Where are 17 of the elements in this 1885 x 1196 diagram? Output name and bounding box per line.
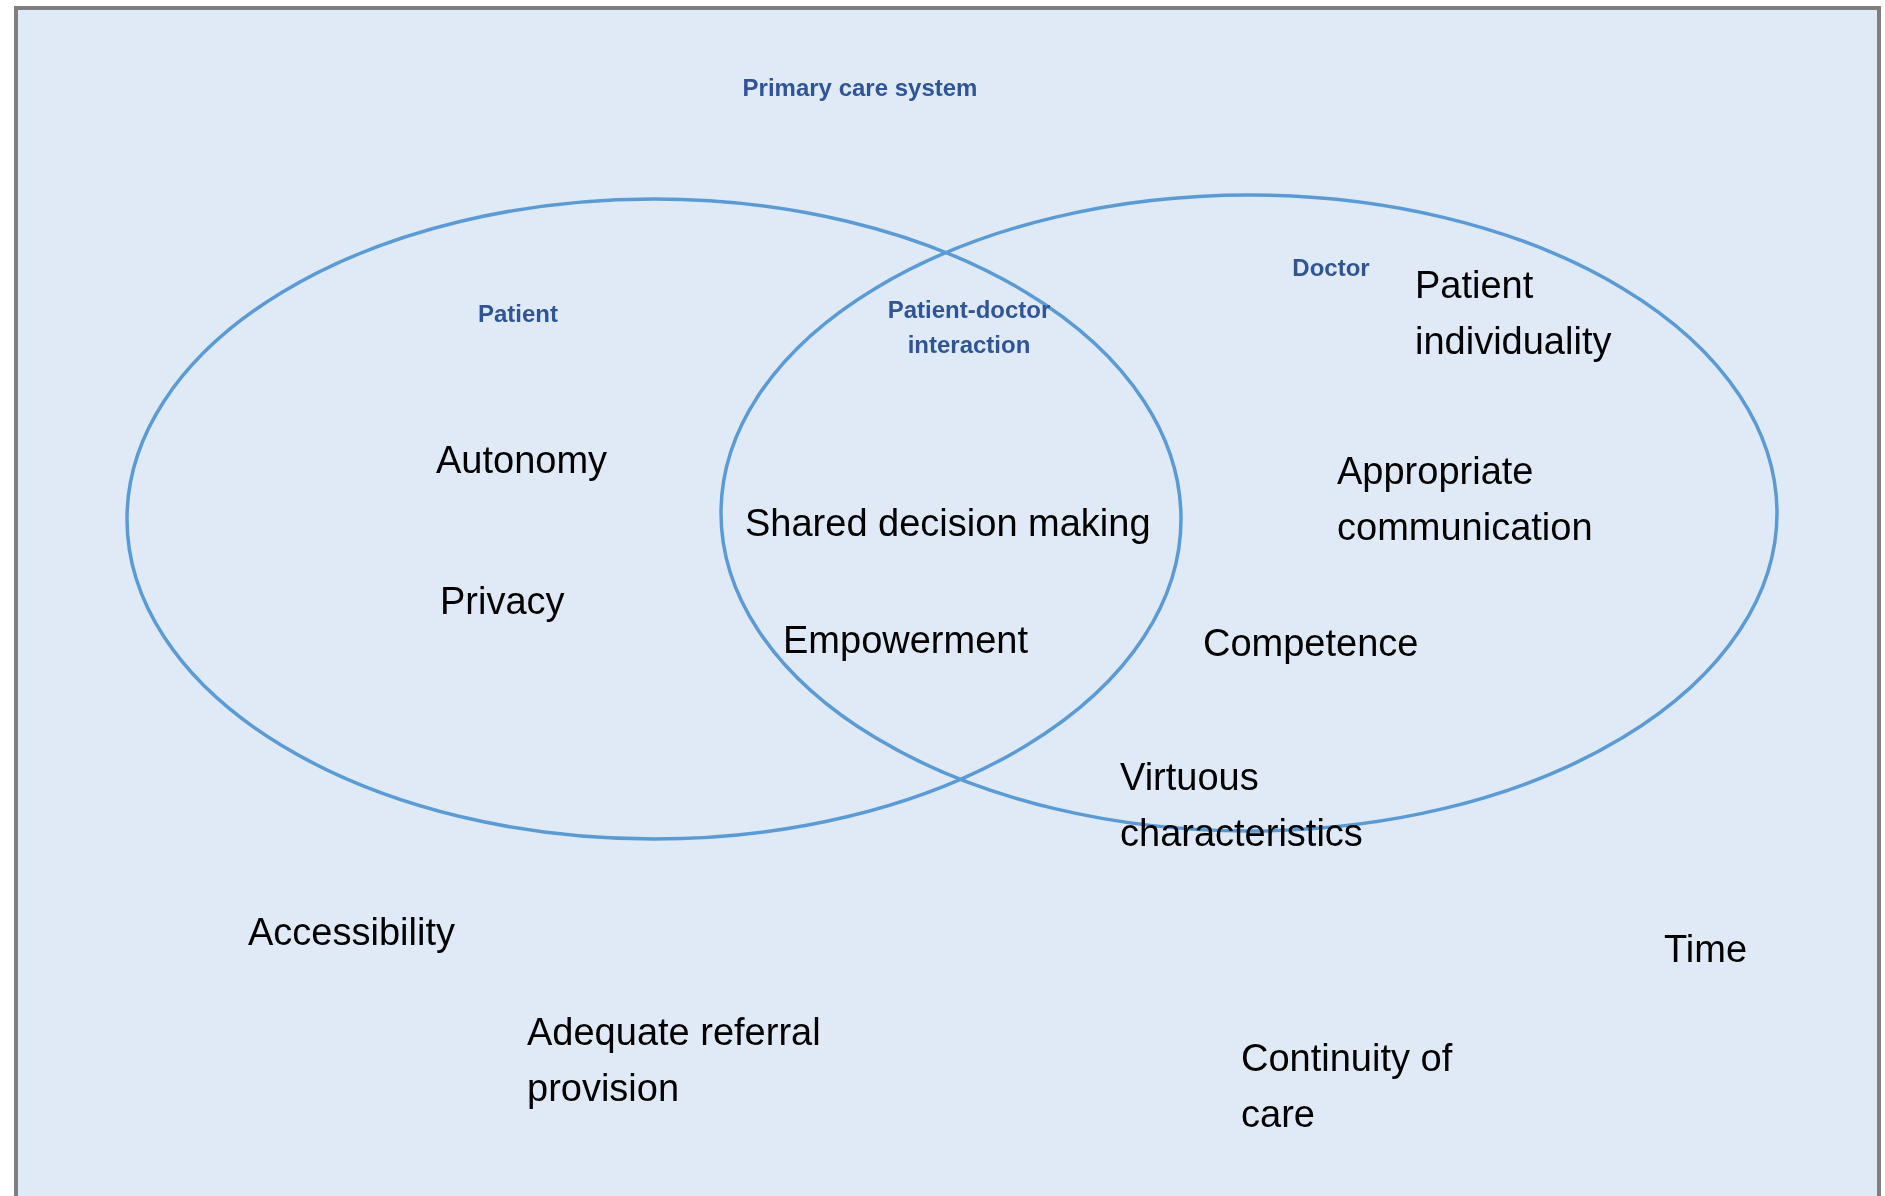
factor-label: Accessibility: [248, 910, 455, 955]
set-title: Primary care system: [742, 72, 978, 103]
factor-label: Patient individuality: [1415, 263, 1613, 364]
factor-label: Privacy: [440, 579, 565, 624]
set-title: Patient: [478, 298, 558, 329]
intersection-title: Patient-doctor interaction: [886, 295, 1052, 360]
factor-label: Appropriate communication: [1337, 449, 1594, 550]
factor-label: Virtuous characteristics: [1120, 755, 1364, 856]
factor-label: Time: [1664, 927, 1748, 972]
system-box: [14, 6, 1881, 1196]
set-title: Doctor: [1292, 252, 1370, 283]
factor-label: Empowerment: [783, 618, 1028, 663]
factor-label: Autonomy: [436, 438, 608, 483]
factor-label: Continuity of care: [1241, 1036, 1454, 1137]
factor-label: Competence: [1203, 621, 1419, 666]
factor-label: Shared decision making: [745, 501, 1151, 546]
factor-label: Adequate referral provision: [527, 1010, 822, 1111]
